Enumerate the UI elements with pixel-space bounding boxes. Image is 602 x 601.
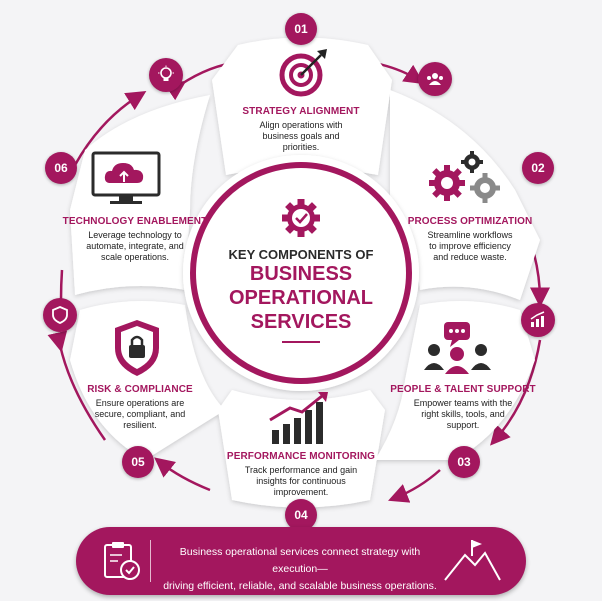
banner-line-1: Business operational services connect st… <box>179 546 421 575</box>
step-badge-02: 02 <box>522 152 554 184</box>
center-title-line2: OPERATIONAL <box>228 287 374 309</box>
shield-icon <box>43 298 77 332</box>
step-badge-03: 03 <box>448 446 480 478</box>
step-badge-01: 01 <box>285 13 317 45</box>
center-title-line1: BUSINESS <box>249 263 353 285</box>
bar-chart-icon <box>269 392 328 444</box>
segment-title-risk: RISK & COMPLIANCE <box>87 384 193 395</box>
segment-people-shape <box>375 301 535 460</box>
segment-title-people: PEOPLE & TALENT SUPPORT <box>390 384 536 395</box>
center-title-line3: SERVICES <box>250 311 352 333</box>
step-badge-05: 05 <box>122 446 154 478</box>
gears-icon <box>429 151 500 203</box>
growth-chart-icon <box>521 303 555 337</box>
banner-divider <box>150 540 151 582</box>
cloud-monitor-icon <box>91 151 161 204</box>
center-circle-ring <box>190 162 412 384</box>
gear-check-icon <box>282 199 320 237</box>
segment-title-process: PROCESS OPTIMIZATION <box>407 216 533 227</box>
segment-title-strategy: STRATEGY ALIGNMENT <box>242 106 360 117</box>
center-subtitle: KEY COMPONENTS OF <box>228 247 374 262</box>
segment-shapes <box>70 37 540 508</box>
lightbulb-icon <box>149 58 183 92</box>
target-icon <box>279 49 327 97</box>
team-icon <box>424 322 491 374</box>
segment-performance-shape <box>218 390 385 508</box>
segment-strategy-shape <box>212 37 392 175</box>
step-badge-04: 04 <box>285 499 317 531</box>
segment-process-shape <box>390 90 540 300</box>
shield-lock-icon <box>115 320 159 376</box>
banner-text: Business operational services connect st… <box>160 544 440 595</box>
group-icon <box>418 62 452 96</box>
banner-line-2: driving efficient, reliable, and scalabl… <box>163 580 437 592</box>
segment-title-technology: TECHNOLOGY ENABLEMENT <box>62 216 208 227</box>
step-badge-06: 06 <box>45 152 77 184</box>
segment-risk-shape <box>70 301 225 460</box>
segment-title-performance: PERFORMANCE MONITORING <box>226 451 376 462</box>
